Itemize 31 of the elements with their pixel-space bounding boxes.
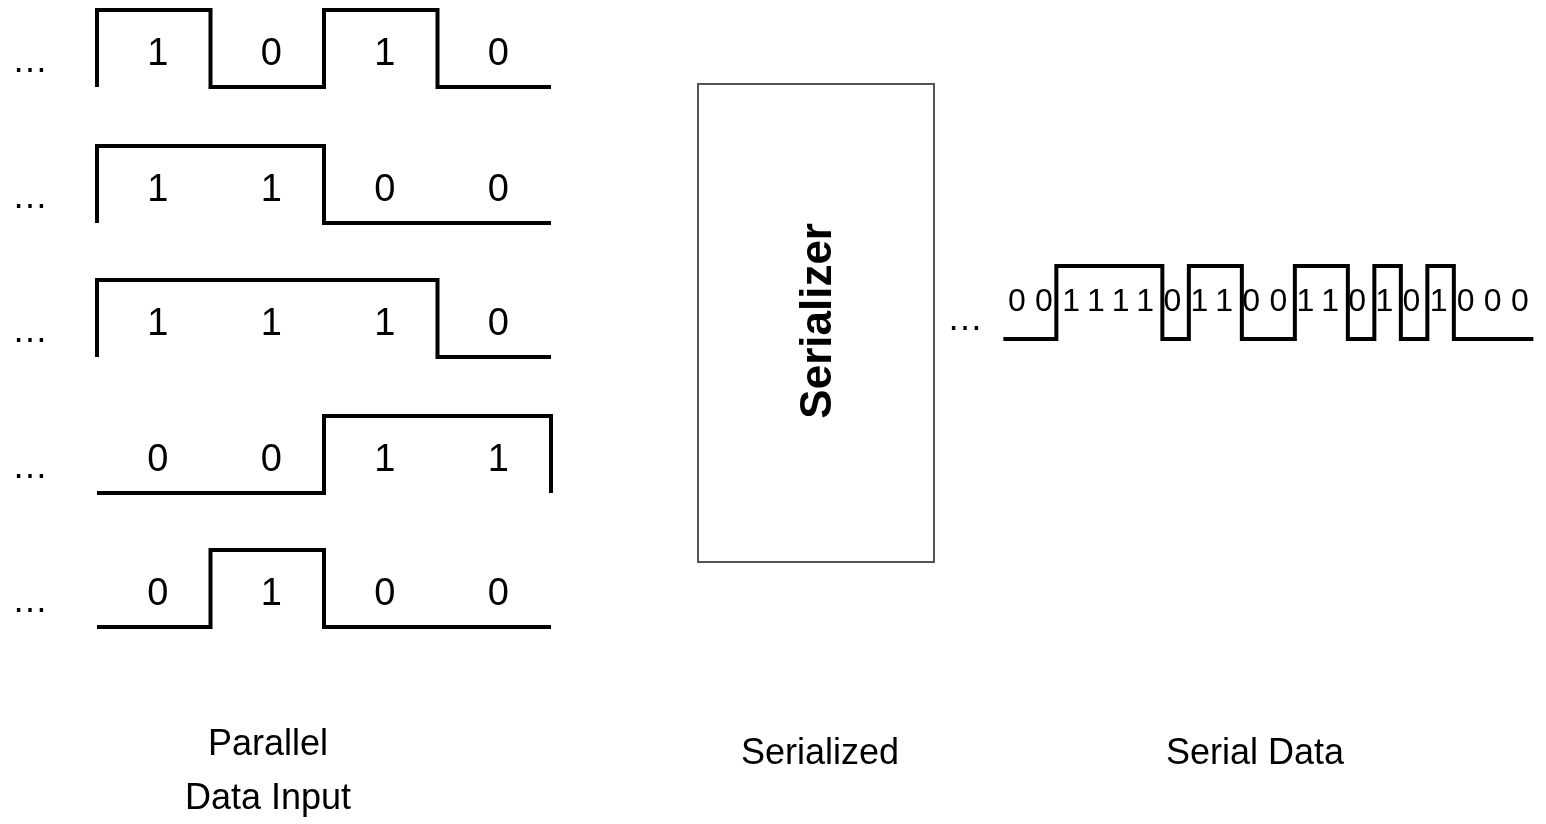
bit-value: 0 <box>147 439 169 477</box>
ellipsis: … <box>12 582 48 618</box>
bit-value: 0 <box>147 573 169 611</box>
ellipsis: … <box>12 42 48 78</box>
bit-value: 0 <box>487 33 509 71</box>
bit-value: 1 <box>260 573 282 611</box>
bit-value: 1 <box>374 439 396 477</box>
bit-value: 1 <box>260 169 282 207</box>
bit-value: 0 <box>487 573 509 611</box>
bit-value: 1 <box>260 303 282 341</box>
bit-value: 0 <box>260 33 282 71</box>
bit-value: 0 <box>260 439 282 477</box>
bit-value: 1 <box>147 303 169 341</box>
bit-value: 0 <box>374 169 396 207</box>
bit-value: 1 <box>147 169 169 207</box>
ellipsis: … <box>12 312 48 348</box>
ellipsis: … <box>12 448 48 484</box>
caption: Serial Data <box>1165 734 1345 770</box>
bit-value: 1 <box>147 33 169 71</box>
bit-value: 1 <box>374 303 396 341</box>
block-label: Serializer <box>794 223 838 419</box>
bit-value: 1 <box>374 33 396 71</box>
bit-value: 0 <box>487 303 509 341</box>
ellipsis: … <box>947 300 983 336</box>
bit-value: 1 <box>487 439 509 477</box>
process-box <box>697 83 935 563</box>
bit-value: 0 <box>374 573 396 611</box>
ellipsis: … <box>12 178 48 214</box>
caption: Parallel Data Input <box>183 721 353 819</box>
caption: Serialized <box>740 734 900 770</box>
bit-value: 0 <box>487 169 509 207</box>
